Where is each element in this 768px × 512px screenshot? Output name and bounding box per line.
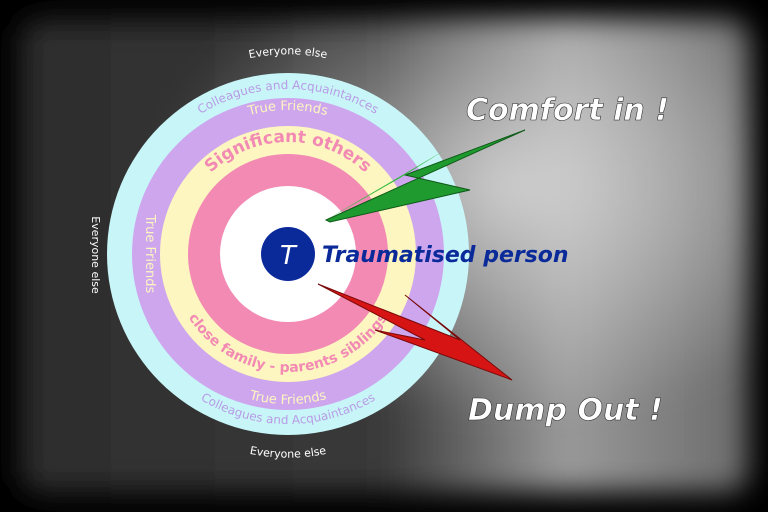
- label-everyone-left: Everyone else: [89, 216, 102, 294]
- label-everyone-top: Everyone else: [248, 44, 329, 61]
- label-everyone-bottom: Everyone else: [249, 444, 328, 461]
- center-caption: Traumatised person: [322, 243, 569, 268]
- comfort-in-label: Comfort in !: [466, 93, 669, 128]
- label-friends-top: True Friends: [245, 99, 329, 119]
- label-friends-left: True Friends: [142, 214, 157, 294]
- dump-out-arrow: [317, 283, 513, 381]
- dump-out-label: Dump Out !: [468, 393, 663, 428]
- label-friends-bottom: True Friends: [247, 388, 328, 408]
- comfort-in-arrow: [324, 129, 526, 223]
- center-badge: [261, 227, 315, 281]
- center-letter: T: [280, 241, 298, 271]
